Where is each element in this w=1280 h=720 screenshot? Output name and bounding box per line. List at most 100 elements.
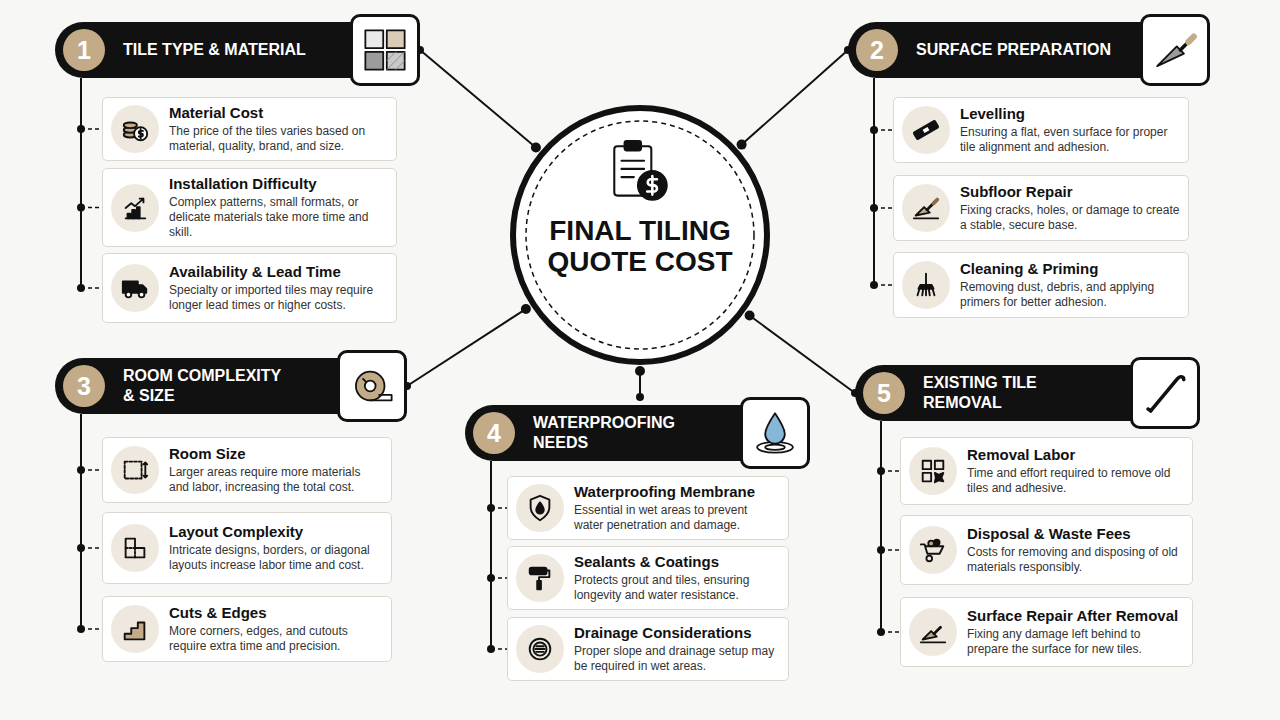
spine-line [490,461,492,649]
icon-circle [111,446,159,494]
section-header: 2SURFACE PREPARATION [848,22,1210,78]
icon-stroke [625,141,641,150]
factor-icon [918,617,948,647]
card-heading: Cuts & Edges [169,604,383,622]
factor-icon [120,455,150,485]
icon-stroke [923,461,944,483]
spine-line [873,78,875,285]
card-body: Costs for removing and disposing of old … [967,545,1184,575]
connector-dot [870,281,878,289]
icon-stroke [925,274,927,285]
icon-stroke [923,461,931,469]
section-title: ROOM COMPLEXITY & SIZE [123,366,295,406]
icon-stroke [1148,409,1151,411]
icon-stroke [914,121,939,140]
factor-card: Disposal & Waste FeesCosts for removing … [900,515,1193,585]
section-header: 4WATERPROOFING NEEDS [465,405,810,461]
icon-stroke [928,541,934,547]
section-header: 5EXISTING TILE REMOVAL [855,365,1200,421]
icon-stroke [914,217,938,219]
icon-stroke [123,281,138,292]
icon-stroke [535,646,544,652]
connector-line [747,314,855,393]
icon-stroke [530,568,547,575]
icon-stroke [128,207,140,218]
icon-stroke [539,571,549,581]
connector [77,414,102,633]
icon-stroke [530,639,551,660]
card-heading: Room Size [169,445,383,463]
icon-stroke [757,413,793,452]
icon-stroke [387,52,405,70]
connector [745,311,859,397]
icon-circle [111,605,159,653]
icon-stroke [125,622,145,639]
card-body: Specialty or imported tiles may require … [169,283,388,313]
factor-card: LevellingEnsuring a flat, even surface f… [893,97,1189,163]
icon-stroke [536,502,544,513]
factor-icon [918,535,948,565]
card-body: Larger areas require more materials and … [169,465,383,495]
card-body: Complex patterns, small formats, or deli… [169,195,388,240]
callout-number: 2 [856,29,898,71]
card-body: Fixing any damage left behind to prepare… [967,627,1184,657]
icon-circle [516,484,564,532]
card-heading: Drainage Considerations [574,624,780,642]
card-heading: Levelling [960,105,1180,123]
icon-stroke [1148,377,1184,411]
icon-circle [516,554,564,602]
icon-circle [111,264,159,312]
icon-stroke [935,473,943,482]
header-icon [360,25,410,75]
icon-stroke [125,462,142,479]
icon-circle [909,447,957,495]
factor-card: Surface Repair After RemovalFixing any d… [900,597,1193,667]
factor-icon [911,270,941,300]
connector-dot [77,284,85,292]
icon-stroke [363,379,366,382]
total-cost-circle: FINAL TILING QUOTE COST [510,105,770,365]
clipboard-icon [604,137,676,209]
factor-icon [120,114,150,144]
card-body: Removing dust, debris, and applying prim… [960,280,1180,310]
section-header: 1TILE TYPE & MATERIAL [55,22,420,78]
icon-stroke [365,30,383,48]
icon-circle [516,625,564,673]
header-icon-box [337,350,407,422]
factor-icon [918,456,948,486]
icon-stroke [918,274,935,296]
card-body: Essential in wet areas to prevent water … [574,503,780,533]
header-icon [1140,368,1190,418]
card-heading: Material Cost [169,104,388,122]
factor-icon [120,273,150,303]
icon-stroke [923,473,931,481]
icon-stroke [126,198,146,218]
connector [737,46,852,150]
icon-stroke [765,445,785,450]
connector-dot [635,366,645,376]
connector-line [407,307,528,386]
icon-stroke [934,200,938,204]
card-body: Fixing cracks, holes, or damage to creat… [960,203,1180,233]
connector [870,78,893,289]
card-heading: Removal Labor [967,446,1184,464]
center-title: FINAL TILING QUOTE COST [538,215,742,278]
icon-stroke [537,581,541,589]
icon-stroke [139,129,143,138]
card-heading: Surface Repair After Removal [967,607,1184,625]
icon-stroke [921,641,945,643]
callout-number: 1 [63,29,105,71]
icon-circle [902,106,950,154]
icon-stroke [1151,377,1184,411]
icon-stroke [921,627,945,642]
icon-stroke [365,381,376,392]
icon-stroke [935,461,943,469]
connector-dot [877,628,885,636]
connector-dot [636,393,644,401]
card-body: Protects grout and tiles, ensuring longe… [574,573,780,603]
callout-number: 3 [63,365,105,407]
factor-card: Waterproofing MembraneEssential in wet a… [507,476,789,540]
icon-stroke [1157,37,1194,66]
icon-stroke [918,289,935,296]
icon-circle [111,524,159,572]
